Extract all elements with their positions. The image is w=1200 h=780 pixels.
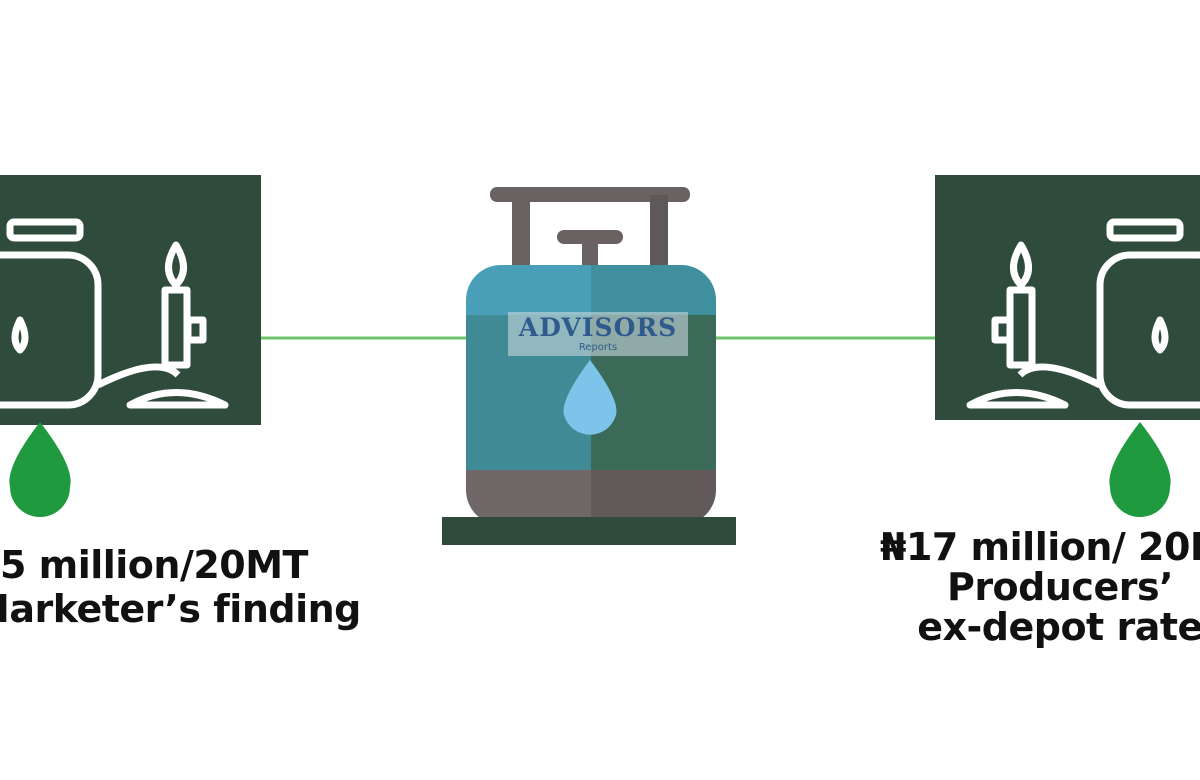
- left-source: Marketer’s finding: [0, 587, 361, 631]
- right-green-drop-icon: [1109, 422, 1171, 517]
- right-caption: ₦17 million/ 20MT Producers’ ex-depot ra…: [880, 527, 1200, 647]
- left-caption: ₦5 million/20MT Marketer’s finding: [0, 543, 361, 631]
- right-rate: ex-depot rate: [917, 605, 1200, 649]
- left-green-drop-icon: [9, 422, 71, 517]
- watermark: ADVISORS Reports: [508, 312, 688, 356]
- right-gas-stove-icon: [935, 175, 1200, 420]
- watermark-sub: Reports: [578, 342, 618, 353]
- watermark-main: ADVISORS: [518, 313, 678, 342]
- right-price: ₦17 million/ 20MT: [880, 525, 1200, 569]
- left-gas-stove-icon: [0, 175, 261, 425]
- blue-drop-icon: [563, 360, 617, 435]
- left-price: ₦5 million/20MT: [0, 543, 308, 587]
- right-source: Producers’: [946, 565, 1174, 609]
- gas-cylinder-icon: [442, 187, 736, 545]
